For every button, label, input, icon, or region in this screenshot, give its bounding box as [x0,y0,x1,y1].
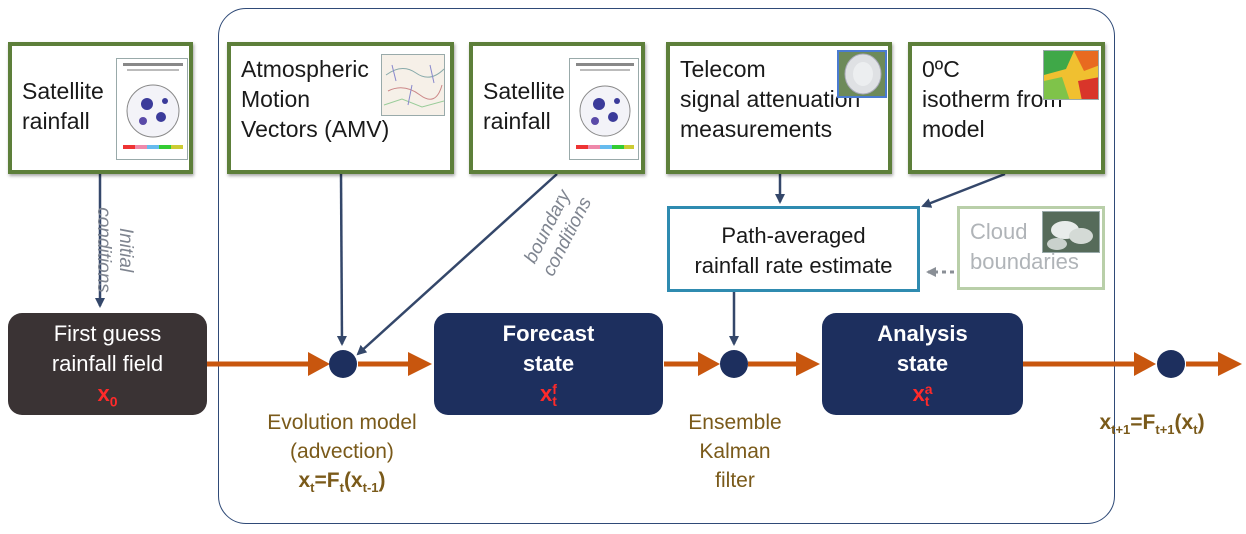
isotherm-line1: 0ºC [922,56,960,82]
isotherm-map-thumbnail [1043,50,1099,100]
satellite-mid-line2: rainfall [483,108,551,134]
telecom-line1: Telecom [680,56,766,82]
evolution-junction [329,350,357,378]
enkf-line1: Ensemble [688,411,782,434]
main-flow-arrows [207,352,1242,376]
telecom-line3: measurements [680,116,833,142]
path-averaged-estimate-box: Path-averaged rainfall rate estimate [667,206,920,292]
first-guess-symbol: x0 [97,381,118,410]
input-arrows [95,172,1006,356]
satellite-left-line2: rainfall [22,108,90,134]
assimilation-cycle-frame [218,8,1115,524]
satellite-dish-photo [837,50,887,98]
amv-line3: Vectors (AMV) [241,116,390,142]
amv-source: Atmospheric Motion Vectors (AMV) [227,42,454,174]
forecast-line2: state [522,351,575,376]
amv-line2: Motion [241,86,311,112]
satellite-rainfall-source-mid: Satellite rainfall [469,42,645,174]
initial-conditions-line1: Initial [115,227,136,273]
amv-line1: Atmospheric [241,56,369,82]
evolution-model-caption: Evolution model (advection) xt=Ft(xt-1) [236,408,448,502]
analysis-line2: state [896,351,949,376]
telecom-source: Telecom signal attenuation measurements [666,42,892,174]
isotherm-line2: isotherm from [922,86,1063,112]
isotherm-source: 0ºC isotherm from model [908,42,1105,174]
amv-map-thumbnail [381,54,445,116]
next-step-formula: xt+1=Ft+1(xt) [1099,411,1205,438]
first-guess-line1: First guess [53,321,162,346]
telecom-line2: signal attenuation [680,86,861,112]
evolution-line2: (advection) [290,440,394,463]
cloud-line1: Cloud [970,219,1028,244]
satellite-map-thumbnail [569,58,639,160]
analysis-line1: Analysis [877,321,968,346]
initial-conditions-label: Initial conditions [92,180,136,320]
cloud-line2: boundaries [970,249,1079,274]
enkf-caption: Ensemble Kalman filter [674,408,796,495]
first-guess-node: First guess rainfall field x0 [8,313,207,415]
first-guess-line2: rainfall field [51,351,164,376]
enkf-line2: Kalman [699,440,771,463]
evolution-formula: xt=Ft(xt-1) [298,469,386,496]
cloud-boundaries-box: Cloud boundaries [957,206,1105,290]
satellite-mid-line1: Satellite [483,78,565,104]
next-step-junction [1157,350,1185,378]
estimate-line2: rainfall rate estimate [694,253,893,278]
isotherm-line3: model [922,116,985,142]
enkf-line3: filter [715,469,755,492]
estimate-line1: Path-averaged [721,223,866,248]
evolution-line1: Evolution model [267,411,417,434]
satellite-map-thumbnail [116,58,188,160]
cloud-photo [1042,211,1100,253]
satellite-rainfall-source-left: Satellite rainfall [8,42,193,174]
enkf-junction [720,350,748,378]
initial-conditions-line2: conditions [93,207,114,293]
satellite-left-line1: Satellite [22,78,104,104]
forecast-line1: Forecast [502,321,595,346]
